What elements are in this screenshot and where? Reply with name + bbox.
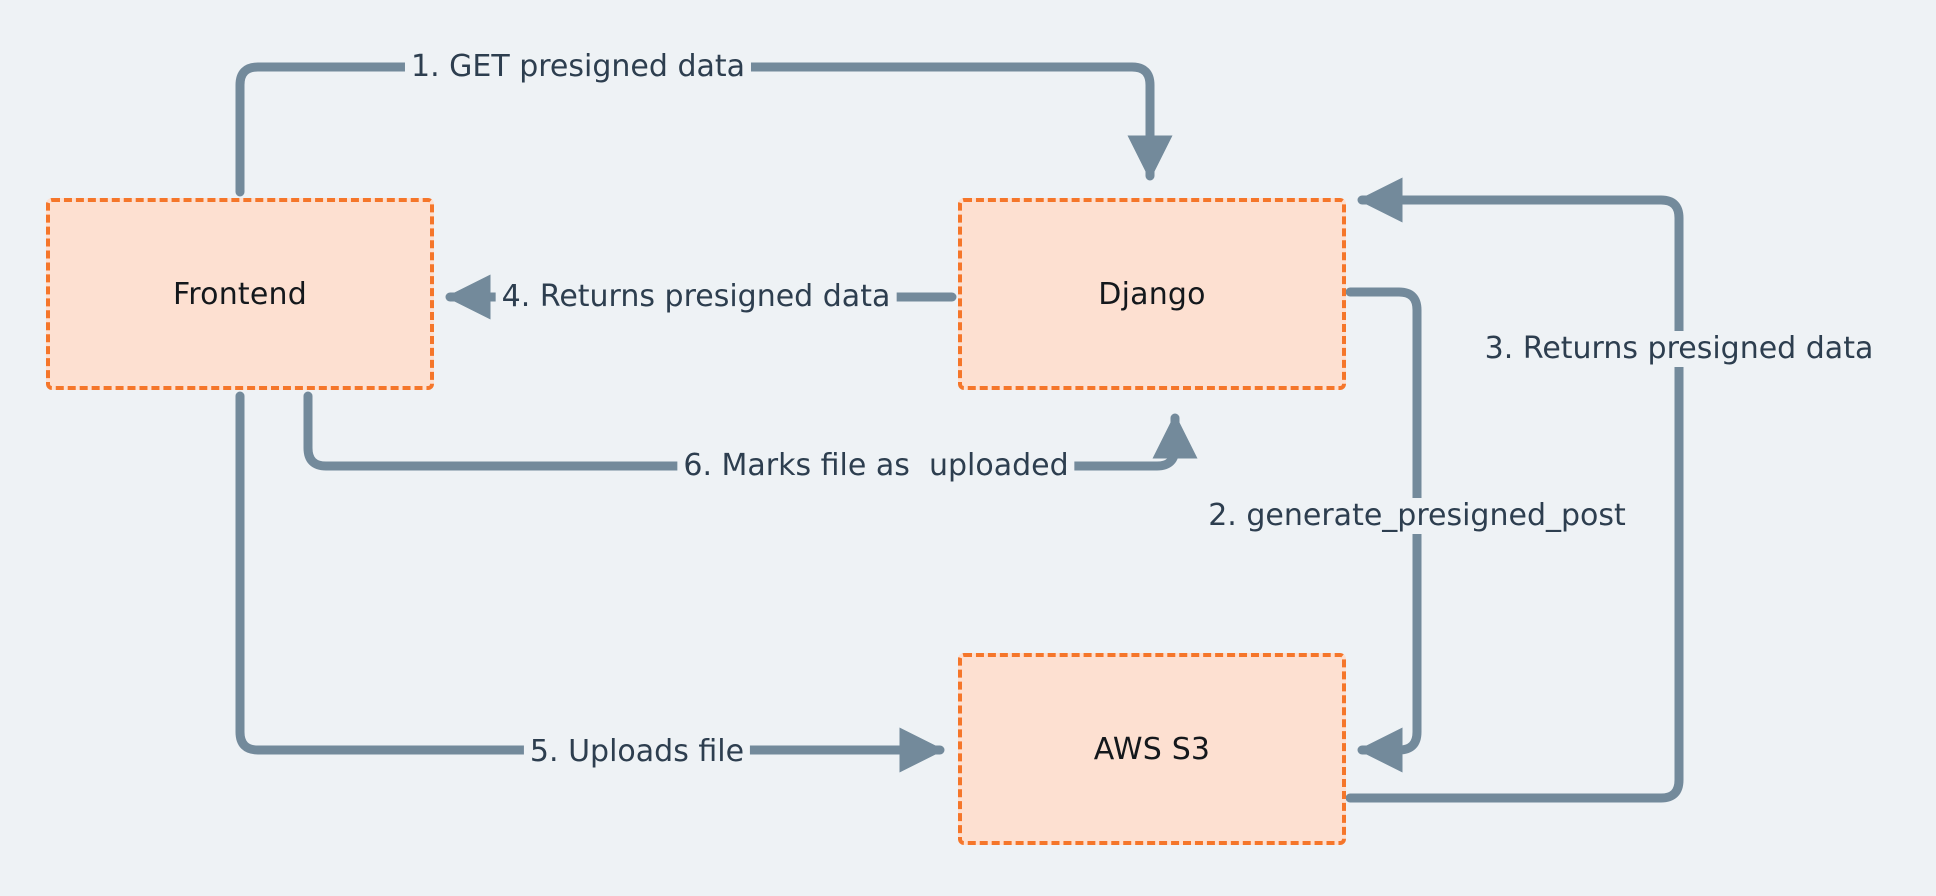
node-frontend[interactable]: Frontend — [46, 198, 434, 390]
edge-label-4: 4. Returns presigned data — [495, 279, 897, 315]
node-frontend-label: Frontend — [173, 276, 307, 312]
edge-label-6: 6. Marks file as uploaded — [677, 448, 1075, 484]
node-aws-s3[interactable]: AWS S3 — [958, 653, 1346, 845]
edge-label-1: 1. GET presigned data — [404, 49, 752, 85]
edge-1-get-presigned-data — [235, 62, 1173, 197]
node-django-label: Django — [1098, 276, 1206, 312]
node-aws-s3-label: AWS S3 — [1093, 731, 1211, 767]
edge-label-3: 3. Returns presigned data — [1478, 331, 1880, 367]
node-django[interactable]: Django — [958, 198, 1346, 390]
edge-label-2: 2. generate_presigned_post — [1202, 498, 1632, 534]
edge-label-5: 5. Uploads file — [523, 734, 751, 770]
